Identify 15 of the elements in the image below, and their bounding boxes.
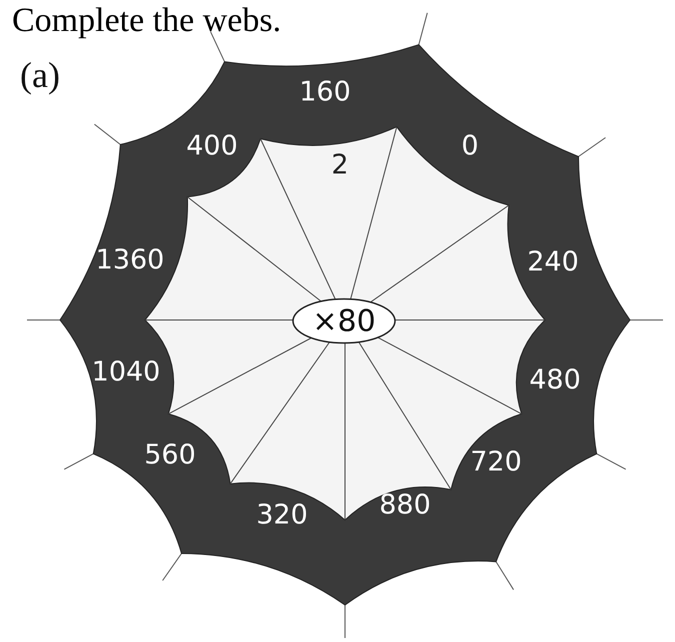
number-label: 480 [529,364,581,396]
instruction-text: Complete the webs. [12,2,282,40]
number-label: 320 [256,500,308,530]
part-label: (a) [20,54,60,96]
number-label: 0 [461,130,479,162]
number-label: 880 [379,490,431,520]
number-label: 1040 [92,356,160,388]
number-label: 400 [186,130,238,162]
number-label: 720 [470,446,522,478]
number-label: 560 [144,440,196,470]
answer-number: 2 [331,150,349,180]
number-label: 1360 [96,244,164,276]
multiplier-oval: ×80 [292,298,396,344]
number-label: 240 [527,246,579,278]
number-label: 160 [299,76,351,108]
